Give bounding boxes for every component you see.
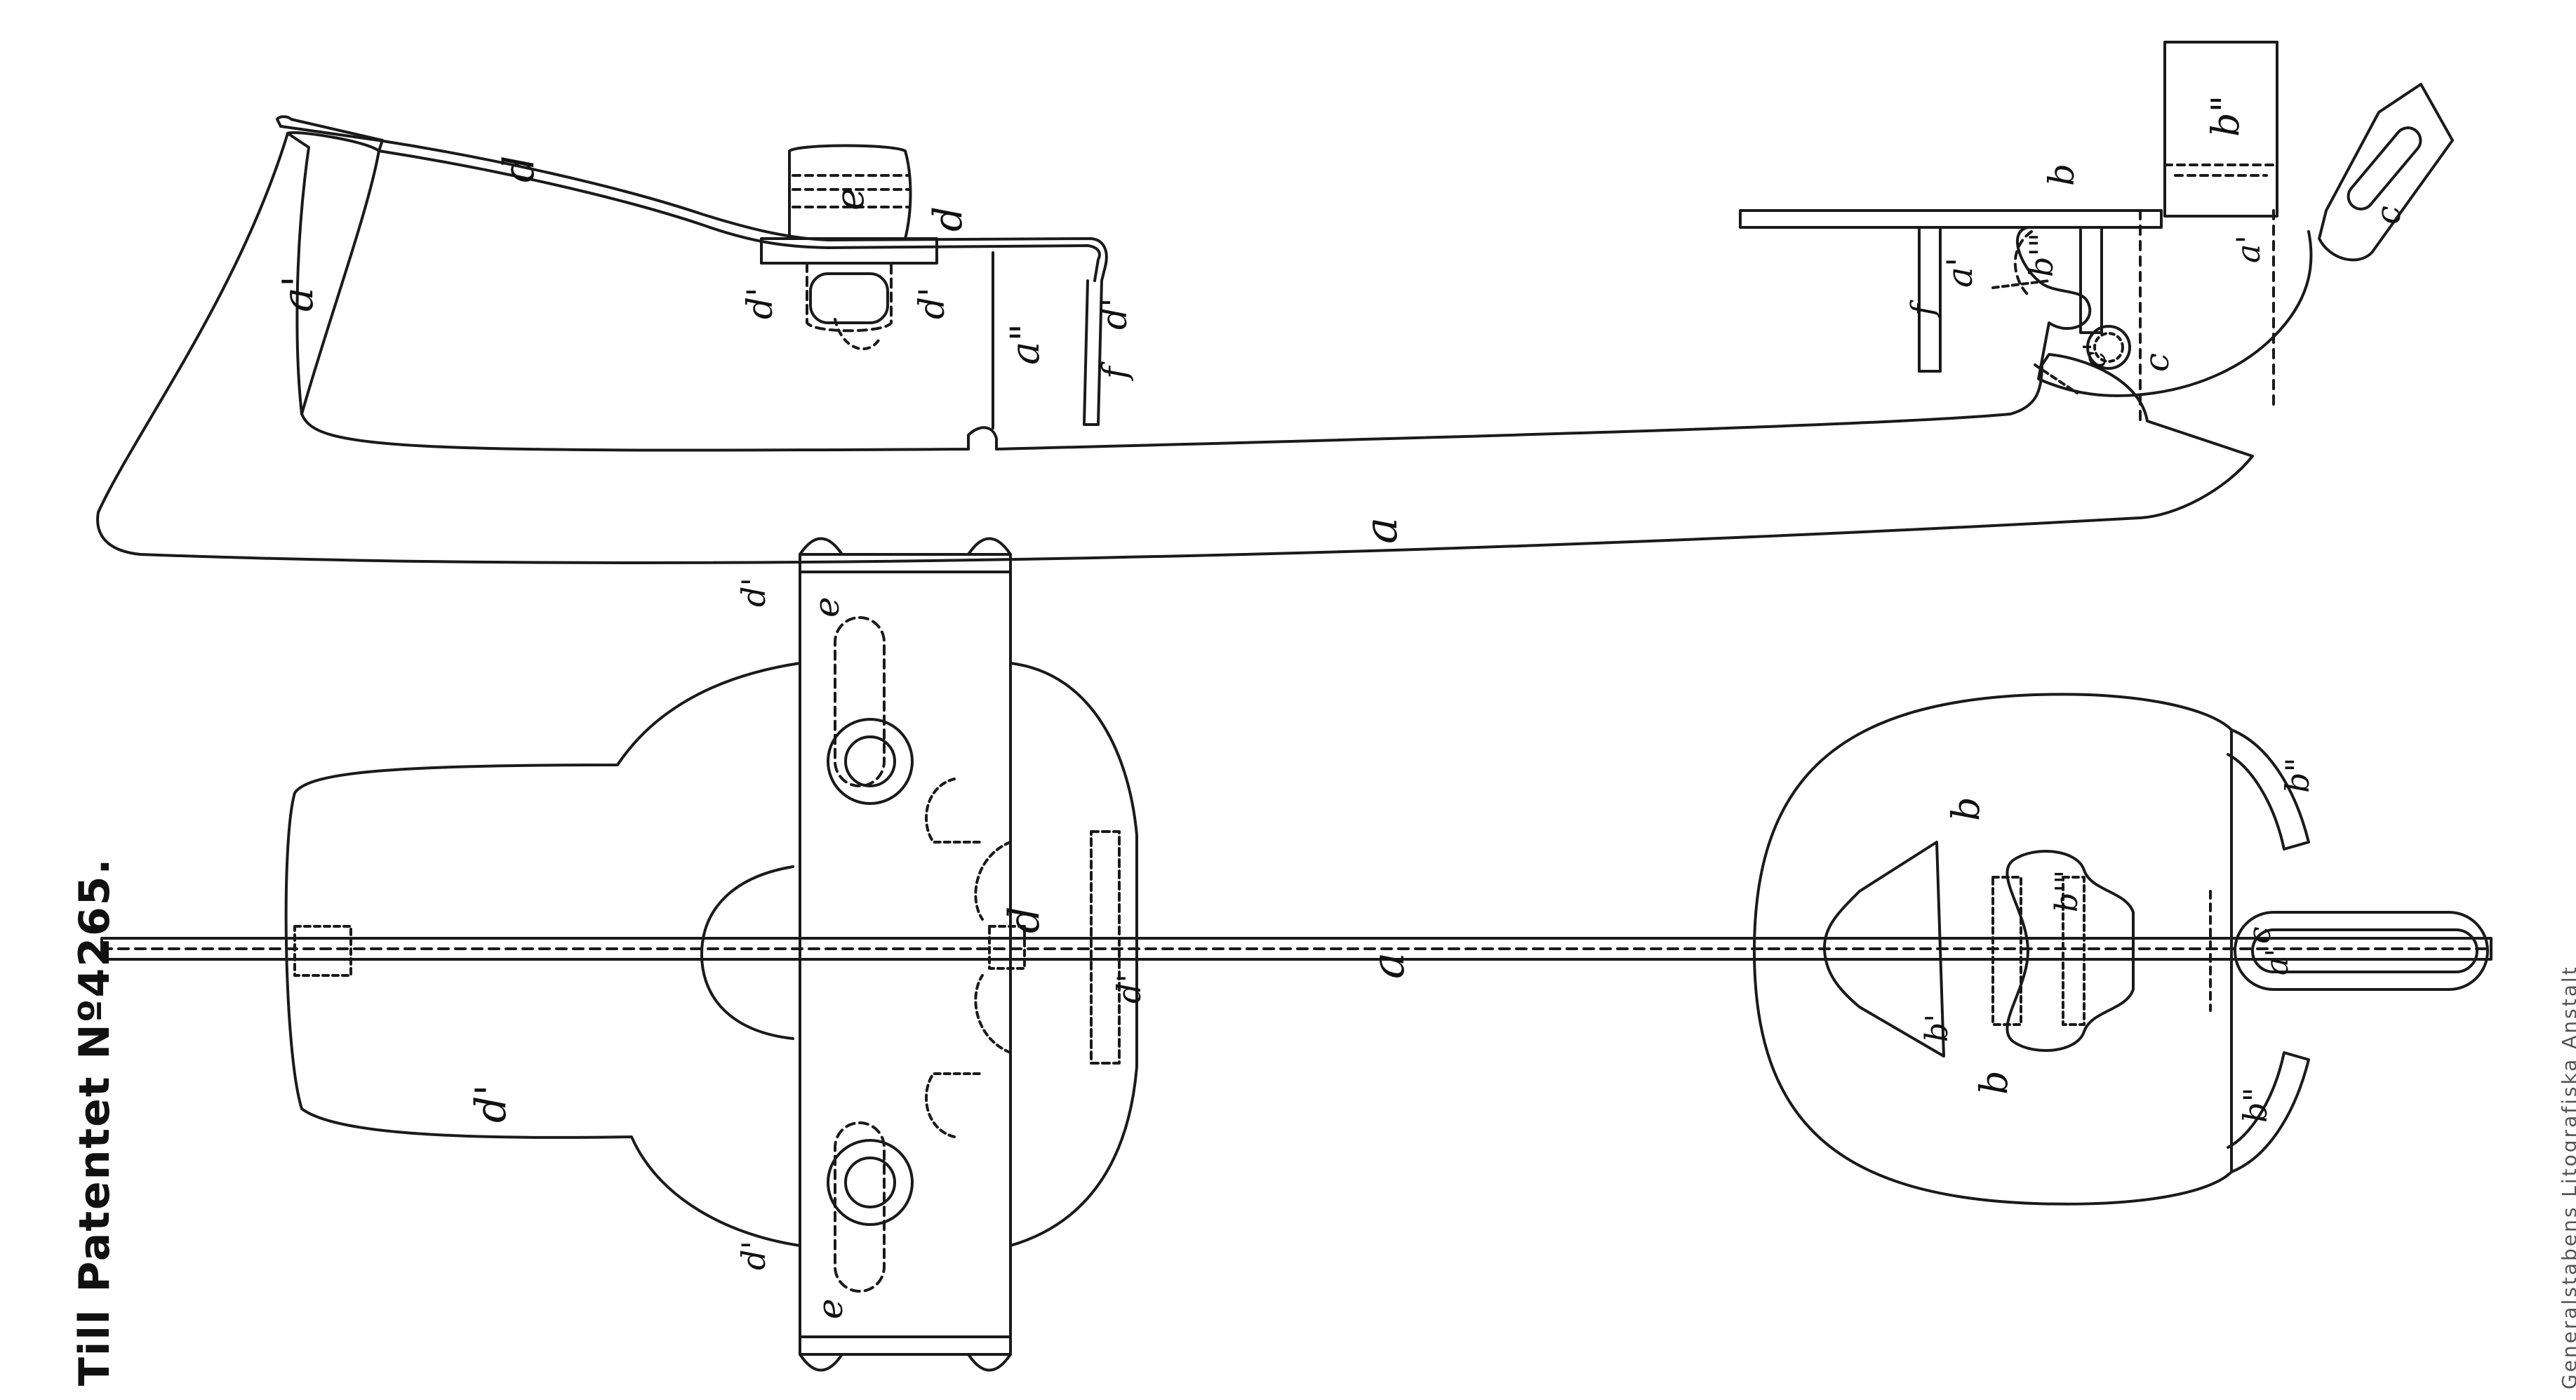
label-e-side: e xyxy=(827,187,873,211)
label-d1-right: d' xyxy=(912,287,952,319)
label-b-plan-bottom: b xyxy=(1972,1070,2016,1095)
label-b2-toe: b" xyxy=(2203,95,2248,137)
plan-triangle-slot xyxy=(1823,841,1945,1058)
plan-arc-top xyxy=(2227,728,2310,851)
plan-wing-top xyxy=(799,537,1012,556)
heel-bracket xyxy=(1083,279,1103,426)
label-b3-plan: b'" xyxy=(2049,870,2085,913)
label-e-plan-bottom: e xyxy=(810,1298,850,1319)
label-a-side: a xyxy=(1356,517,1408,544)
label-a-plan: a xyxy=(1363,952,1415,979)
plan-view-skate: a d d' e e d' d' d' b b b" b" b' b'" c a… xyxy=(100,537,2492,1372)
runner-blade-a xyxy=(96,132,2254,564)
side-view-skate: a a' d e d d' d' a" d' f a' b b" b'" f c… xyxy=(96,41,2454,564)
heel-tip xyxy=(276,115,384,152)
label-a1-plan: a' xyxy=(2260,949,2295,975)
toe-sole-plate xyxy=(1739,209,2163,229)
plan-clamp-cutout xyxy=(2006,850,2135,1052)
heel-screw-block xyxy=(760,144,938,351)
label-d-side2: d xyxy=(926,206,971,232)
label-d1-wing-top: d' xyxy=(735,578,773,607)
plan-wing-bottom xyxy=(799,1353,1012,1372)
label-f-toe: f xyxy=(1905,300,1941,318)
label-d1-left: d' xyxy=(740,287,780,319)
lithographer-credit: Generalstabens Litografiska Anstalt xyxy=(2558,965,2576,1389)
toe-lever-c xyxy=(2318,83,2454,262)
label-f-bracket: f xyxy=(1095,361,1135,381)
label-d1-wing-bottom: d' xyxy=(735,1241,773,1270)
label-e-plan-top: e xyxy=(806,596,847,618)
toe-post-b1 xyxy=(2079,226,2103,334)
label-a1-toe: a' xyxy=(1940,257,1980,288)
label-b-plan-top: b xyxy=(1944,796,1988,821)
label-d1-mount: d' xyxy=(1110,974,1148,1004)
label-c-lever: c xyxy=(2369,206,2408,225)
label-c-toe: c xyxy=(2137,353,2177,372)
label-a1-toe2: a' xyxy=(2229,235,2267,263)
label-b1-plan: b' xyxy=(1919,1014,1955,1042)
label-a2-side: a" xyxy=(1003,324,1048,365)
label-d1-plan: d' xyxy=(467,1084,516,1123)
plan-heel-plate-d xyxy=(284,662,801,1247)
label-b-toe: b xyxy=(2041,164,2082,186)
toe-clamp-assembly xyxy=(1739,41,2454,422)
label-d-strap: d xyxy=(495,156,544,182)
plan-crossbar-e xyxy=(799,571,1012,1338)
label-a1-heel: a' xyxy=(274,276,323,312)
toe-post-a1 xyxy=(1918,226,1942,373)
plan-toe-plate-b xyxy=(1753,693,2233,1206)
plan-arc-bottom xyxy=(2227,1051,2310,1173)
label-b2-plan-top: b" xyxy=(2278,757,2316,793)
heel-plate-d-outline xyxy=(286,131,1101,282)
label-d1-bracket: d' xyxy=(1094,298,1135,330)
heel-support-a1 xyxy=(300,149,380,415)
heel-plate-d-thickness xyxy=(279,125,1108,282)
plan-lever-slot xyxy=(2234,911,2489,991)
plan-slot-top xyxy=(834,616,886,787)
label-b3-toe: b'" xyxy=(2022,233,2060,277)
label-c1-toe: c' xyxy=(2077,342,2113,368)
toe-vertical-plate-b2 xyxy=(2163,41,2278,218)
pivot-c1 xyxy=(2086,325,2131,370)
patent-title: Till Patentet Nº4265. xyxy=(70,857,119,1386)
label-d-plan: d xyxy=(1000,907,1049,933)
label-b2-plan-bottom: b" xyxy=(2236,1087,2274,1123)
label-c-plan: c xyxy=(2242,926,2278,944)
